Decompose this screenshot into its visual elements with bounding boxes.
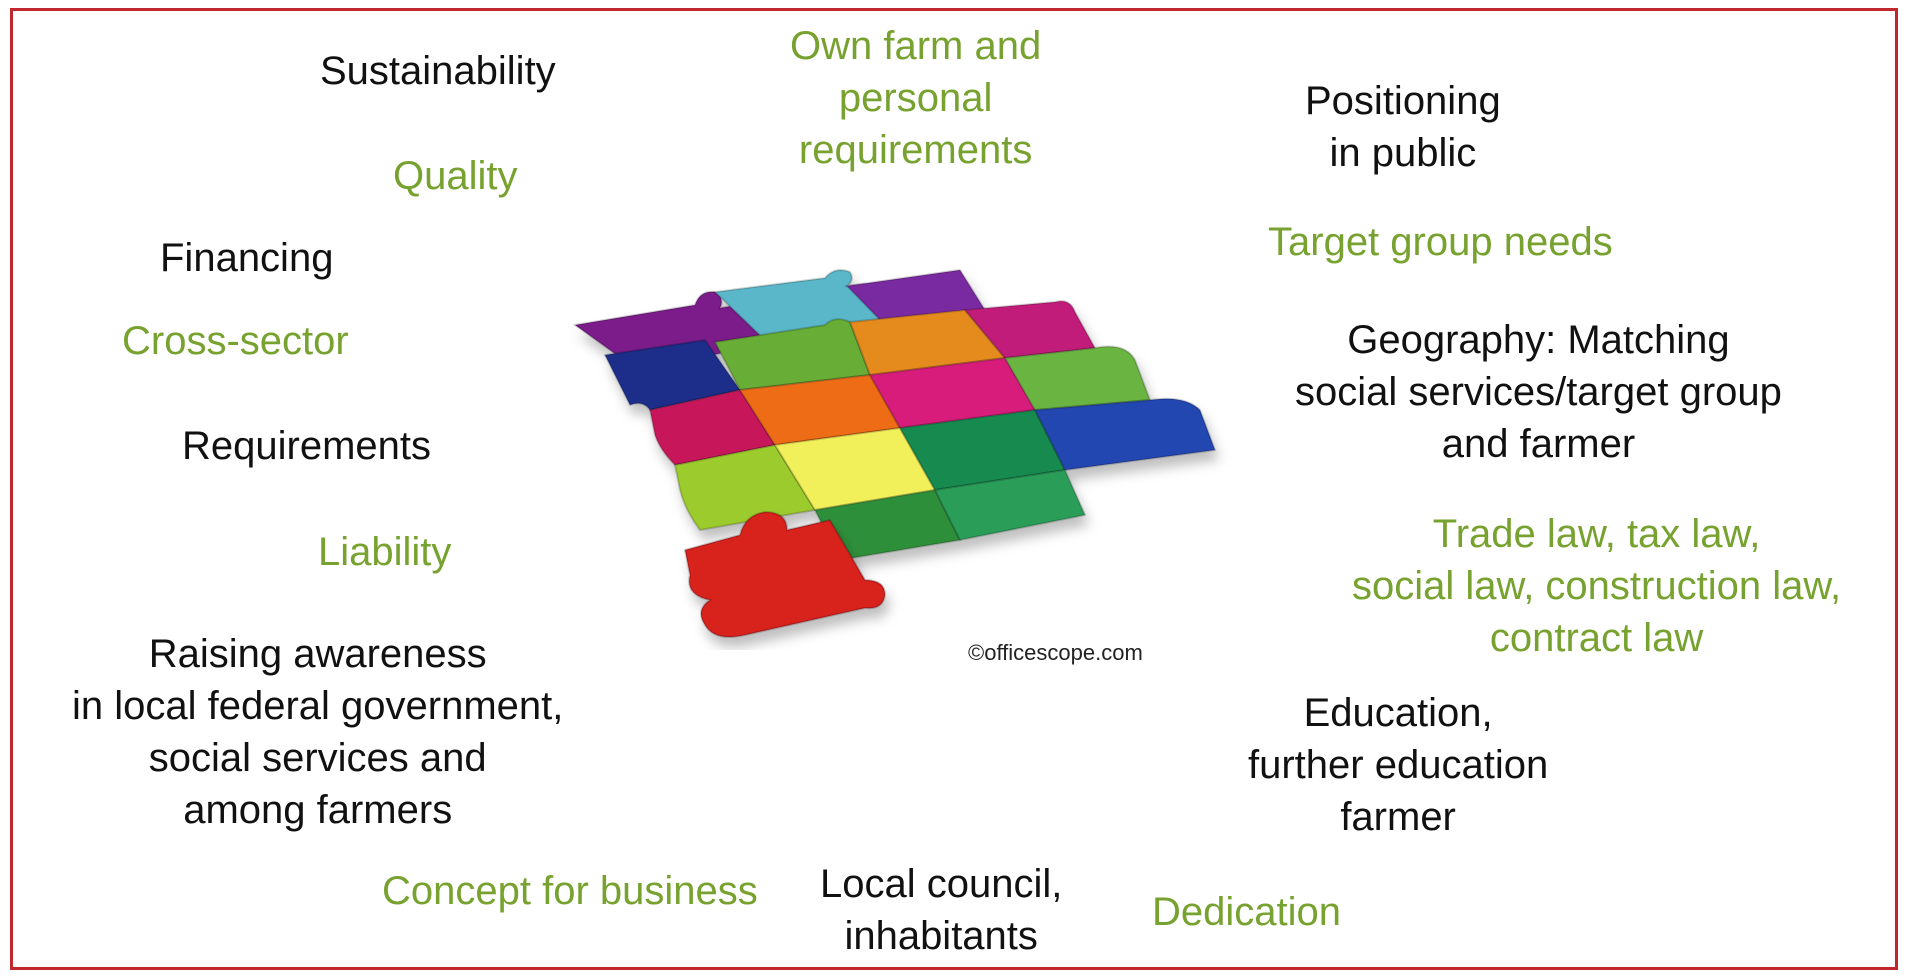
puzzle-image: [572, 268, 1217, 638]
label-financing: Financing: [160, 236, 334, 280]
label-concept-for-business: Concept for business: [382, 869, 758, 913]
label-education: Education, further education farmer: [1248, 691, 1549, 839]
label-target-group-needs: Target group needs: [1268, 220, 1613, 264]
label-dedication: Dedication: [1152, 890, 1342, 934]
label-sustainability: Sustainability: [320, 49, 556, 93]
label-requirements: Requirements: [182, 424, 432, 468]
label-law: Trade law, tax law, social law, construc…: [1352, 512, 1842, 660]
label-cross-sector: Cross-sector: [122, 319, 349, 363]
label-positioning: Positioning in public: [1305, 79, 1501, 175]
image-credit: ©officescope.com: [968, 640, 1143, 665]
diagram-border: [10, 8, 1898, 970]
label-quality: Quality: [393, 154, 518, 198]
label-local-council: Local council, inhabitants: [820, 862, 1063, 958]
label-own-farm: Own farm and personal requirements: [790, 24, 1042, 172]
label-raising-awareness: Raising awareness in local federal gover…: [72, 632, 564, 832]
label-liability: Liability: [318, 530, 452, 574]
label-geography: Geography: Matching social services/targ…: [1295, 318, 1782, 466]
